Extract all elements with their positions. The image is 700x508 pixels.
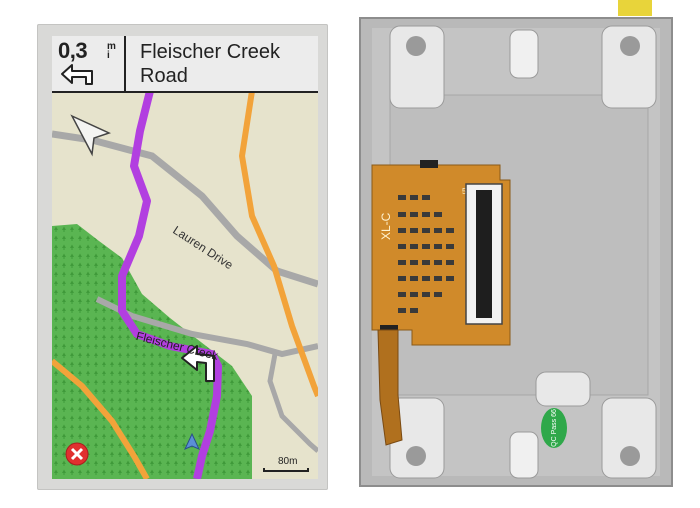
vehicle-position-icon	[183, 432, 201, 450]
qc-sticker-text: QC Pass 66	[551, 409, 558, 447]
next-turn-box[interactable]: 0,3 mi	[52, 36, 126, 91]
turn-left-arrow-icon	[61, 64, 93, 85]
flex-cable	[377, 329, 403, 446]
mounting-clip-bottom-center	[509, 431, 539, 479]
qc-pass-sticker	[541, 408, 567, 448]
navigation-header[interactable]: 0,3 mi Fleischer Creek Road	[52, 36, 318, 93]
mounting-clip-bottom-left	[389, 397, 445, 479]
mounting-clip-top-left	[389, 25, 445, 109]
mounting-clip-mid-right	[535, 371, 591, 407]
distance-unit: mi	[107, 41, 116, 61]
major-road	[238, 90, 318, 398]
mounting-clip-bottom-right	[601, 397, 657, 479]
next-street-name: Fleischer Creek Road	[140, 41, 281, 87]
lcd-module-back: XL-C 50 QC Pass 66	[359, 0, 673, 487]
yellow-tape-tab	[618, 0, 652, 16]
map-scale-bar	[263, 468, 309, 472]
minor-road	[267, 353, 318, 453]
mounting-clip-top-center	[509, 29, 539, 79]
stop-navigation-button[interactable]	[64, 441, 90, 472]
north-arrow-icon	[70, 114, 112, 157]
mounting-clip-top-right	[601, 25, 657, 109]
stop-navigation-icon	[65, 442, 89, 466]
turn-arrow-on-map	[181, 345, 215, 382]
map-canvas	[52, 90, 318, 479]
pcb-silkscreen: XL-C	[379, 212, 393, 240]
map-screen[interactable]: Lauren Drive Fleischer Creek 80m	[52, 36, 318, 479]
route-line	[118, 90, 222, 479]
pcb-chip	[420, 160, 438, 168]
distance-value: 0,3	[58, 38, 88, 63]
forest-area	[52, 224, 252, 479]
major-road	[52, 358, 150, 479]
map-scale-label: 80m	[278, 456, 298, 467]
